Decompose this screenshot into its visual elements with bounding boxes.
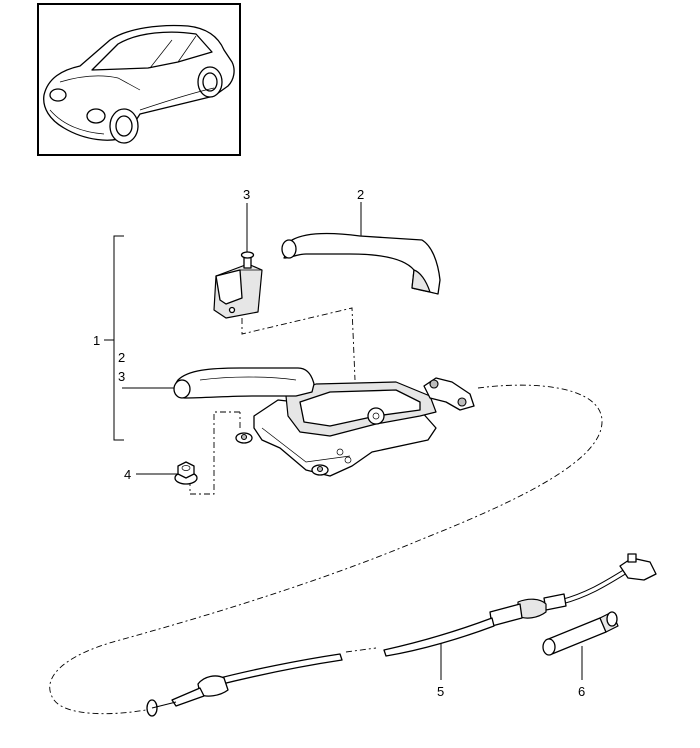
callout-2-top: 2	[357, 187, 364, 202]
leader-lines	[122, 202, 583, 680]
part-5-cable	[146, 553, 657, 717]
callout-4: 4	[124, 467, 131, 482]
car-coupe-icon	[43, 24, 235, 144]
callout-3-bracket: 3	[118, 369, 125, 384]
part-4-nut	[174, 461, 198, 485]
part-2-grip	[281, 232, 441, 295]
callout-2-bracket: 2	[118, 350, 125, 365]
assembly-lines	[49, 307, 603, 715]
part-3-clip	[213, 251, 263, 319]
callout-6: 6	[578, 684, 585, 699]
vehicle-thumbnail	[37, 3, 241, 156]
part-6-sleeve	[542, 611, 619, 656]
handbrake-lever-assembly	[173, 367, 475, 477]
callout-5: 5	[437, 684, 444, 699]
callout-3-top: 3	[243, 187, 250, 202]
group-bracket	[104, 235, 124, 441]
callout-1: 1	[93, 333, 100, 348]
